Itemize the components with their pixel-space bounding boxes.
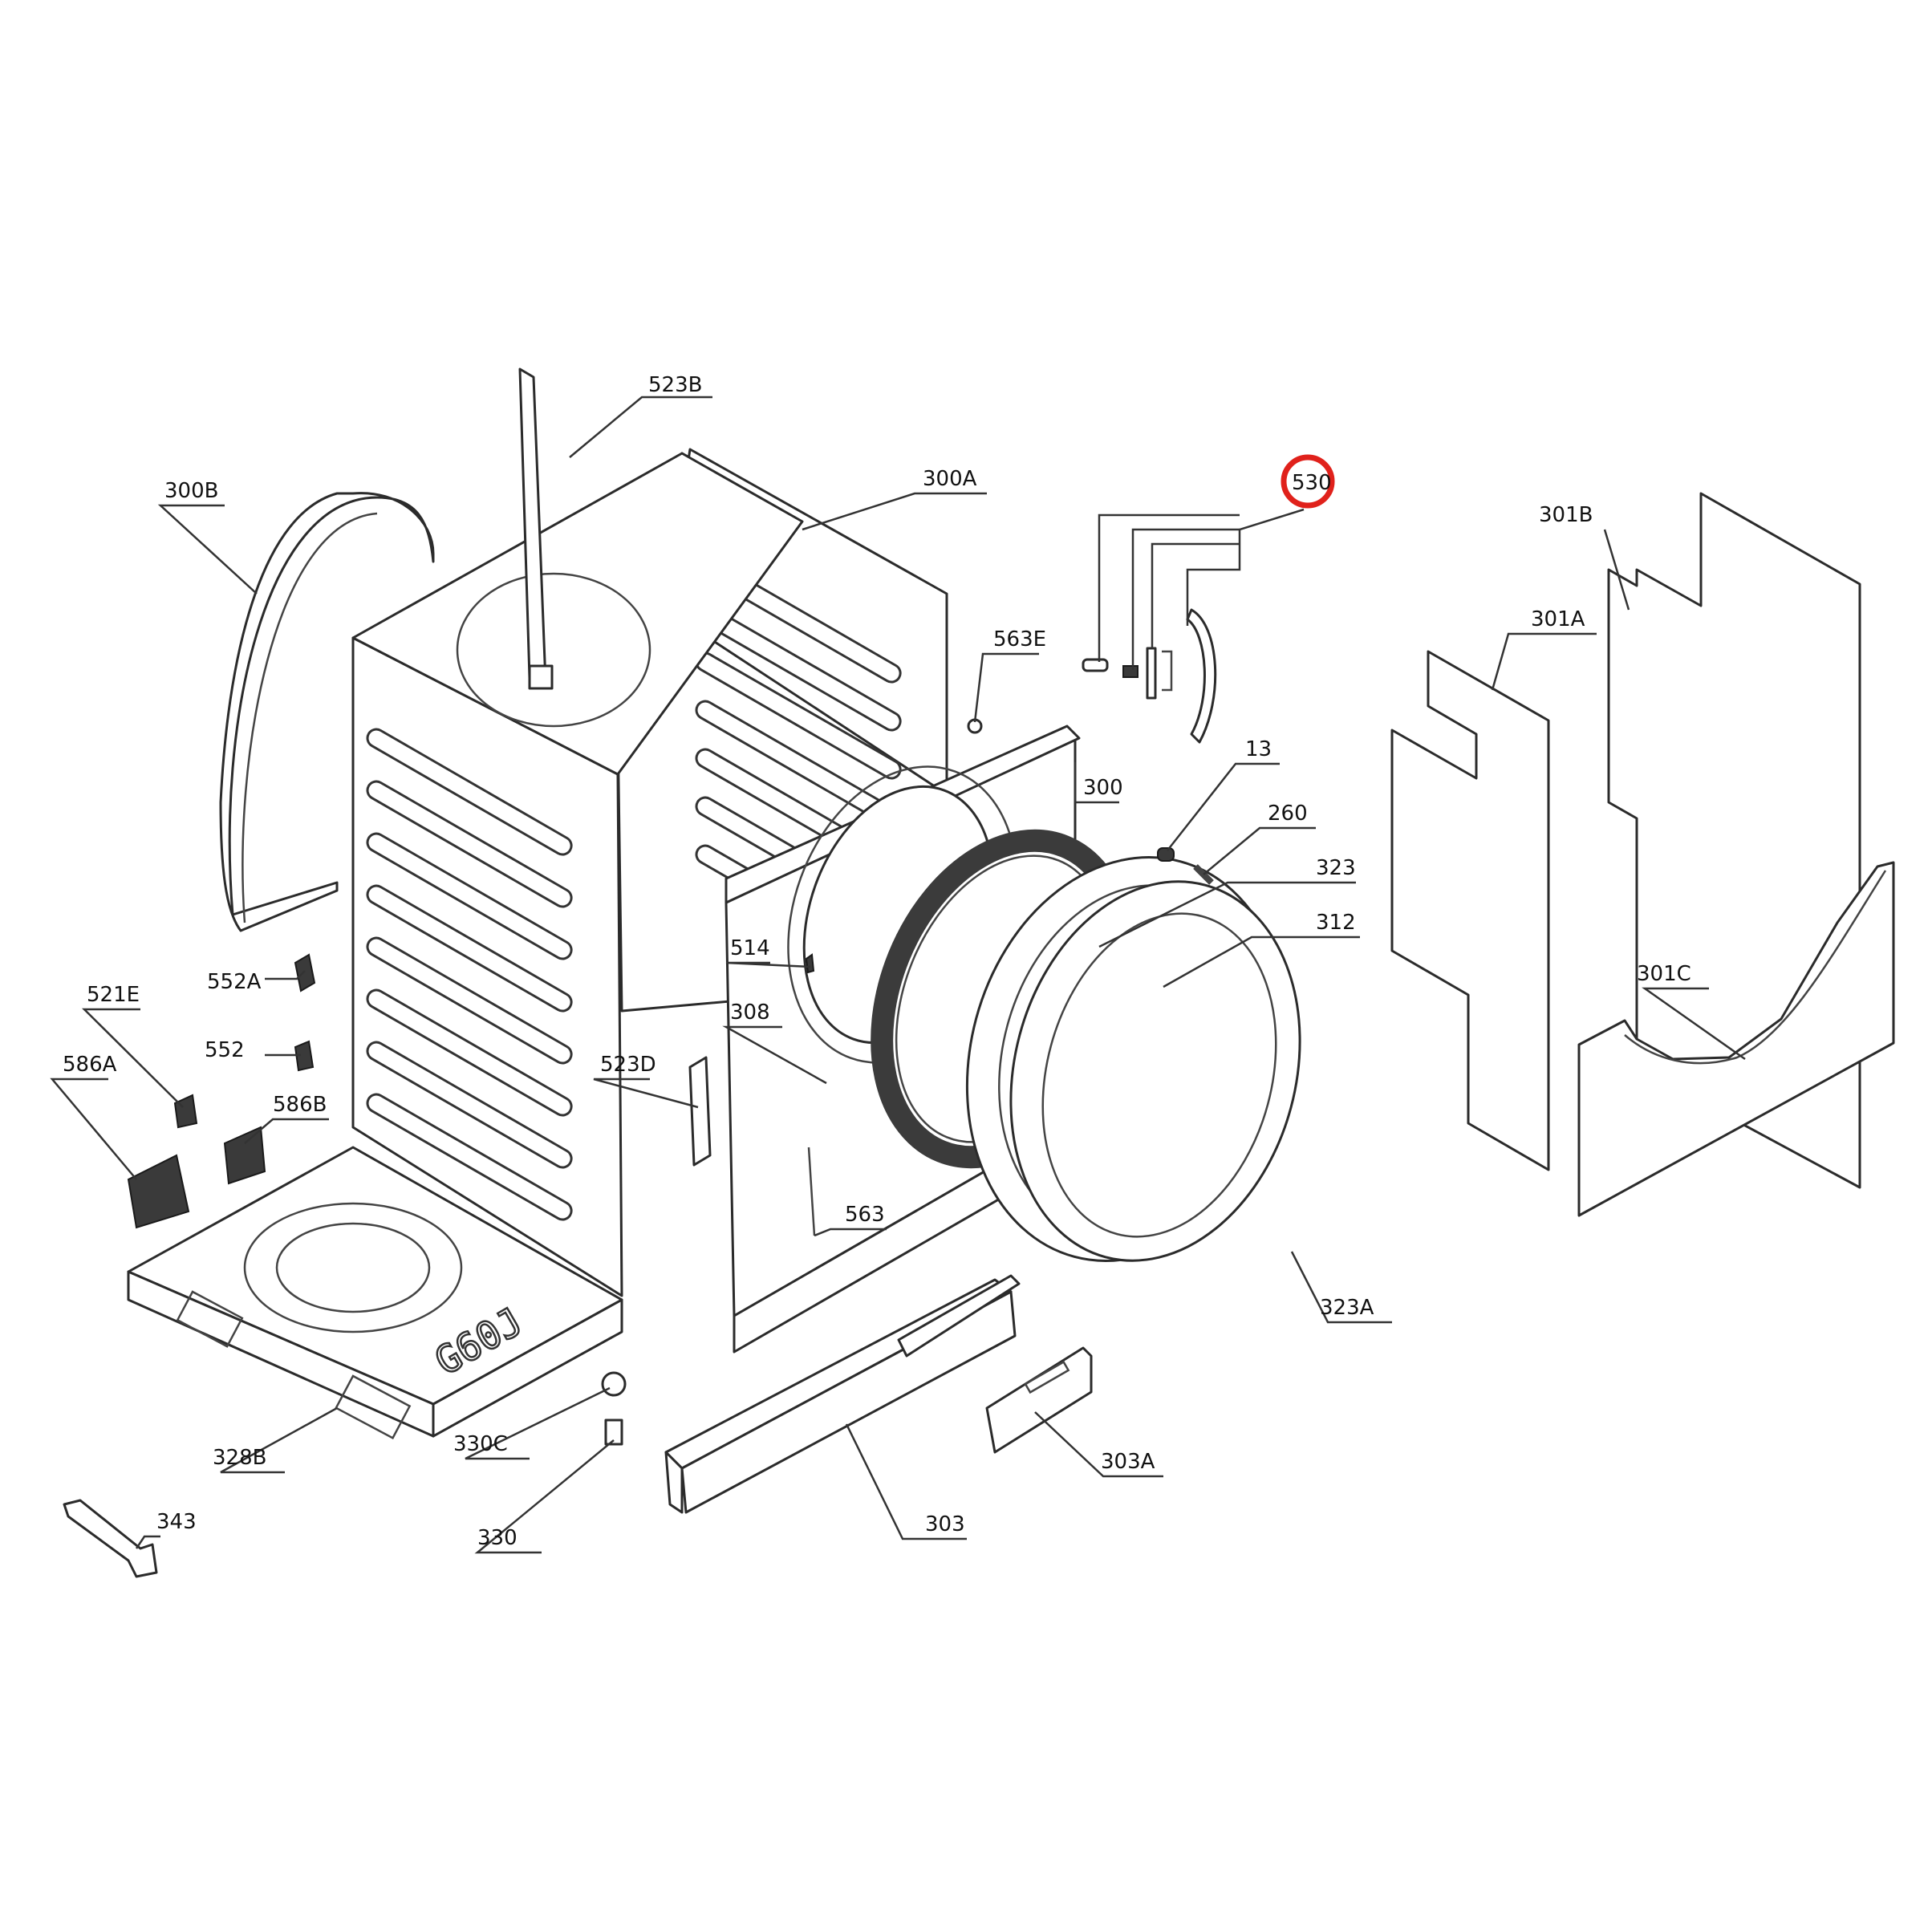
leader-lines bbox=[50, 396, 1746, 1554]
wrench-343 bbox=[63, 1499, 158, 1578]
foot-nut-330C bbox=[601, 1371, 627, 1397]
hinge-523D bbox=[688, 1056, 712, 1167]
callout-303: 303 bbox=[925, 1512, 965, 1536]
small-parts bbox=[63, 608, 1217, 1578]
callout-301B: 301B bbox=[1539, 503, 1593, 527]
callout-323: 323 bbox=[1316, 856, 1356, 880]
kick-panel-303 bbox=[664, 1274, 1021, 1514]
callout-312: 312 bbox=[1316, 911, 1356, 935]
side-ribs-left bbox=[366, 728, 573, 1221]
pin-13 bbox=[1157, 847, 1175, 862]
panel-301A bbox=[1390, 650, 1550, 1171]
latch-514 bbox=[805, 953, 815, 974]
callout-552A: 552A bbox=[207, 970, 262, 994]
callout-563E: 563E bbox=[993, 627, 1046, 651]
clip-552 bbox=[294, 1040, 315, 1072]
hinge-part-530c bbox=[1146, 647, 1157, 700]
clip-586A bbox=[127, 1154, 190, 1229]
foot-330 bbox=[604, 1419, 623, 1446]
callout-labels: 523B 300A 300B 530 301B 301A 563E 13 300… bbox=[63, 373, 1691, 1550]
clip-521E bbox=[173, 1094, 198, 1129]
callout-586A: 586A bbox=[63, 1053, 117, 1077]
callout-260: 260 bbox=[1268, 802, 1308, 826]
callout-530: 530 bbox=[1292, 471, 1332, 495]
callout-13: 13 bbox=[1245, 737, 1272, 761]
callout-300: 300 bbox=[1083, 776, 1123, 800]
hinge-part-530d bbox=[1162, 650, 1173, 692]
highlight-ring-530 bbox=[1281, 454, 1335, 509]
panel-301C bbox=[1577, 861, 1895, 1217]
rail-523B bbox=[518, 367, 554, 690]
handle-530 bbox=[1186, 608, 1217, 744]
callout-323A: 323A bbox=[1320, 1296, 1374, 1320]
hinge-part-530b bbox=[1122, 665, 1138, 678]
base-plate-328B: G60J bbox=[127, 1146, 623, 1439]
hinge-part-530a bbox=[1082, 658, 1109, 672]
callout-308: 308 bbox=[730, 1000, 770, 1025]
callout-552: 552 bbox=[205, 1038, 245, 1062]
callout-328B: 328B bbox=[213, 1446, 266, 1470]
callout-330C: 330C bbox=[453, 1432, 508, 1456]
callout-300A: 300A bbox=[923, 467, 977, 491]
clip-552A bbox=[294, 953, 316, 992]
callout-523D: 523D bbox=[600, 1053, 656, 1077]
callout-303A: 303A bbox=[1101, 1450, 1155, 1474]
callout-563: 563 bbox=[845, 1203, 885, 1227]
callout-514: 514 bbox=[730, 936, 770, 960]
cabinet-left-wall bbox=[351, 452, 804, 1297]
callout-301A: 301A bbox=[1531, 607, 1585, 631]
door-312 bbox=[965, 856, 1301, 1262]
rear-seal-300B bbox=[219, 492, 435, 932]
clip-586B bbox=[223, 1126, 266, 1185]
callout-586B: 586B bbox=[273, 1093, 327, 1117]
callout-523B: 523B bbox=[648, 373, 702, 397]
callout-343: 343 bbox=[156, 1510, 197, 1534]
callout-300B: 300B bbox=[164, 479, 218, 503]
callout-330: 330 bbox=[477, 1526, 518, 1550]
callout-301C: 301C bbox=[1637, 962, 1691, 986]
cable-563 bbox=[807, 1147, 816, 1236]
filter-flap-303A bbox=[985, 1346, 1093, 1454]
callout-521E: 521E bbox=[87, 983, 140, 1007]
